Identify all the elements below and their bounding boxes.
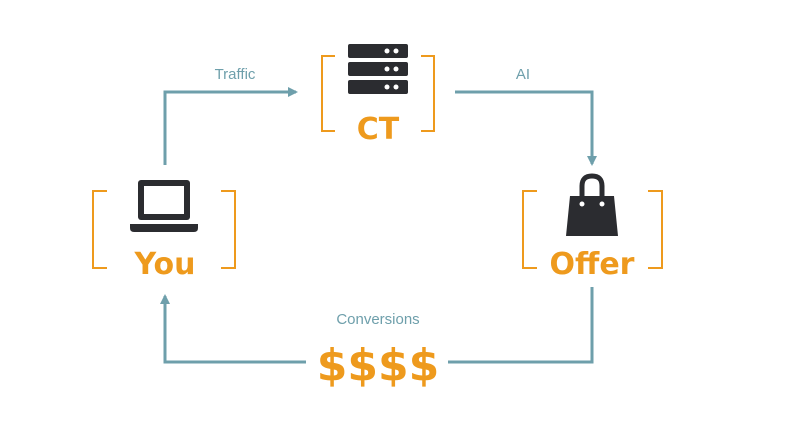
ai-label: AI [516,66,530,83]
ai-arrow [455,90,597,166]
server-icon [348,44,408,94]
laptop-icon [130,180,198,232]
conversions-arrow-left [160,294,306,364]
ct-bracket-right [421,55,435,132]
traffic-label: Traffic [215,66,256,83]
conversions-arrow-right [448,287,594,364]
shopping-bag-icon [566,173,618,236]
conversions-label: Conversions [336,311,419,328]
you-label: You [134,247,196,282]
you-bracket-left [92,190,107,269]
connectors [160,87,597,364]
ct-label: CT [357,112,400,147]
conversions-amount: $$$$ [317,340,439,391]
offer-label: Offer [550,247,635,282]
offer-bracket-right [648,190,663,269]
traffic-arrow [163,87,298,165]
you-bracket-right [221,190,236,269]
node-ct: CT [321,44,435,147]
node-offer: Offer [522,173,663,282]
ct-bracket-left [321,55,335,132]
offer-bracket-left [522,190,537,269]
node-you: You [92,180,236,282]
